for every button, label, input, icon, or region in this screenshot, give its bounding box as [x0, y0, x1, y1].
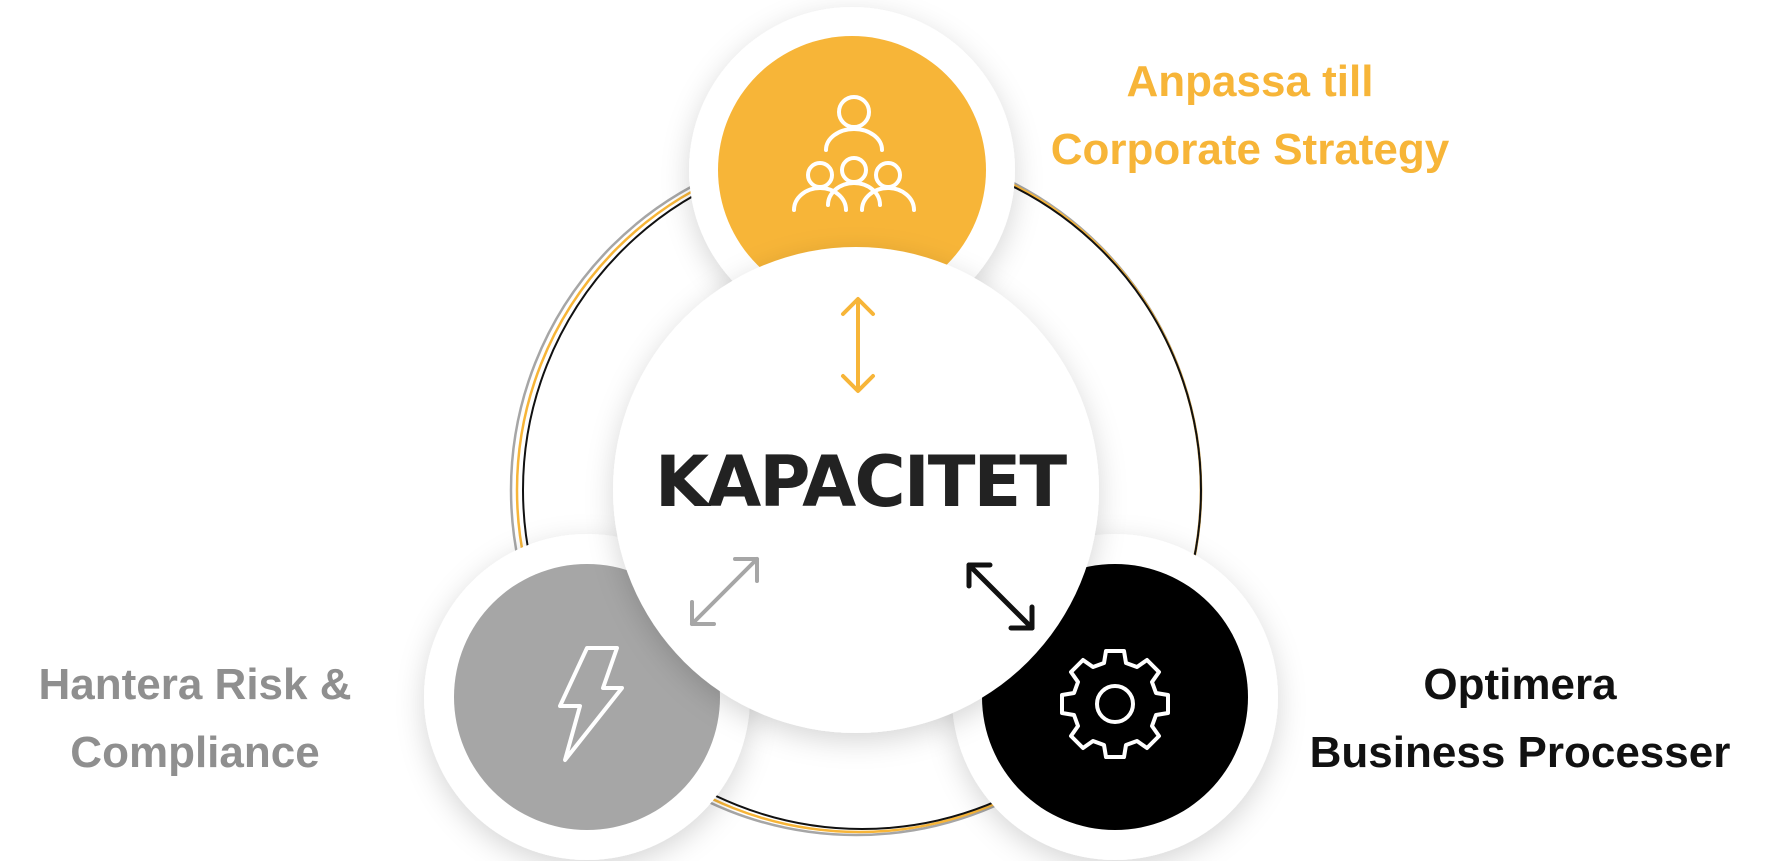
- strategy-node: [689, 7, 1015, 333]
- lightning-bolt-icon: [558, 646, 624, 762]
- center-title: KAPACITET: [655, 441, 1067, 523]
- gear-icon: [1060, 649, 1170, 759]
- risk-label: Hantera Risk & Compliance: [0, 651, 390, 787]
- strategy-label-line1: Anpassa till: [1126, 57, 1374, 106]
- process-label: Optimera Business Processer: [1275, 651, 1765, 787]
- risk-label-line2: Compliance: [70, 728, 320, 777]
- double-arrow-vertical-icon: [841, 297, 875, 393]
- double-arrow-diagonal-icon-risk: [690, 557, 759, 626]
- process-label-line1: Optimera: [1423, 660, 1617, 709]
- risk-label-line1: Hantera Risk &: [38, 660, 352, 709]
- strategy-node-fill: [718, 36, 986, 304]
- process-label-line2: Business Processer: [1309, 728, 1731, 777]
- strategy-label: Anpassa till Corporate Strategy: [1000, 48, 1500, 184]
- people-group-icon: [792, 95, 916, 212]
- double-arrow-diagonal-icon-process: [966, 562, 1035, 631]
- strategy-label-line2: Corporate Strategy: [1050, 125, 1450, 174]
- center-circle: [613, 247, 1099, 733]
- risk-node-fill: [454, 564, 720, 830]
